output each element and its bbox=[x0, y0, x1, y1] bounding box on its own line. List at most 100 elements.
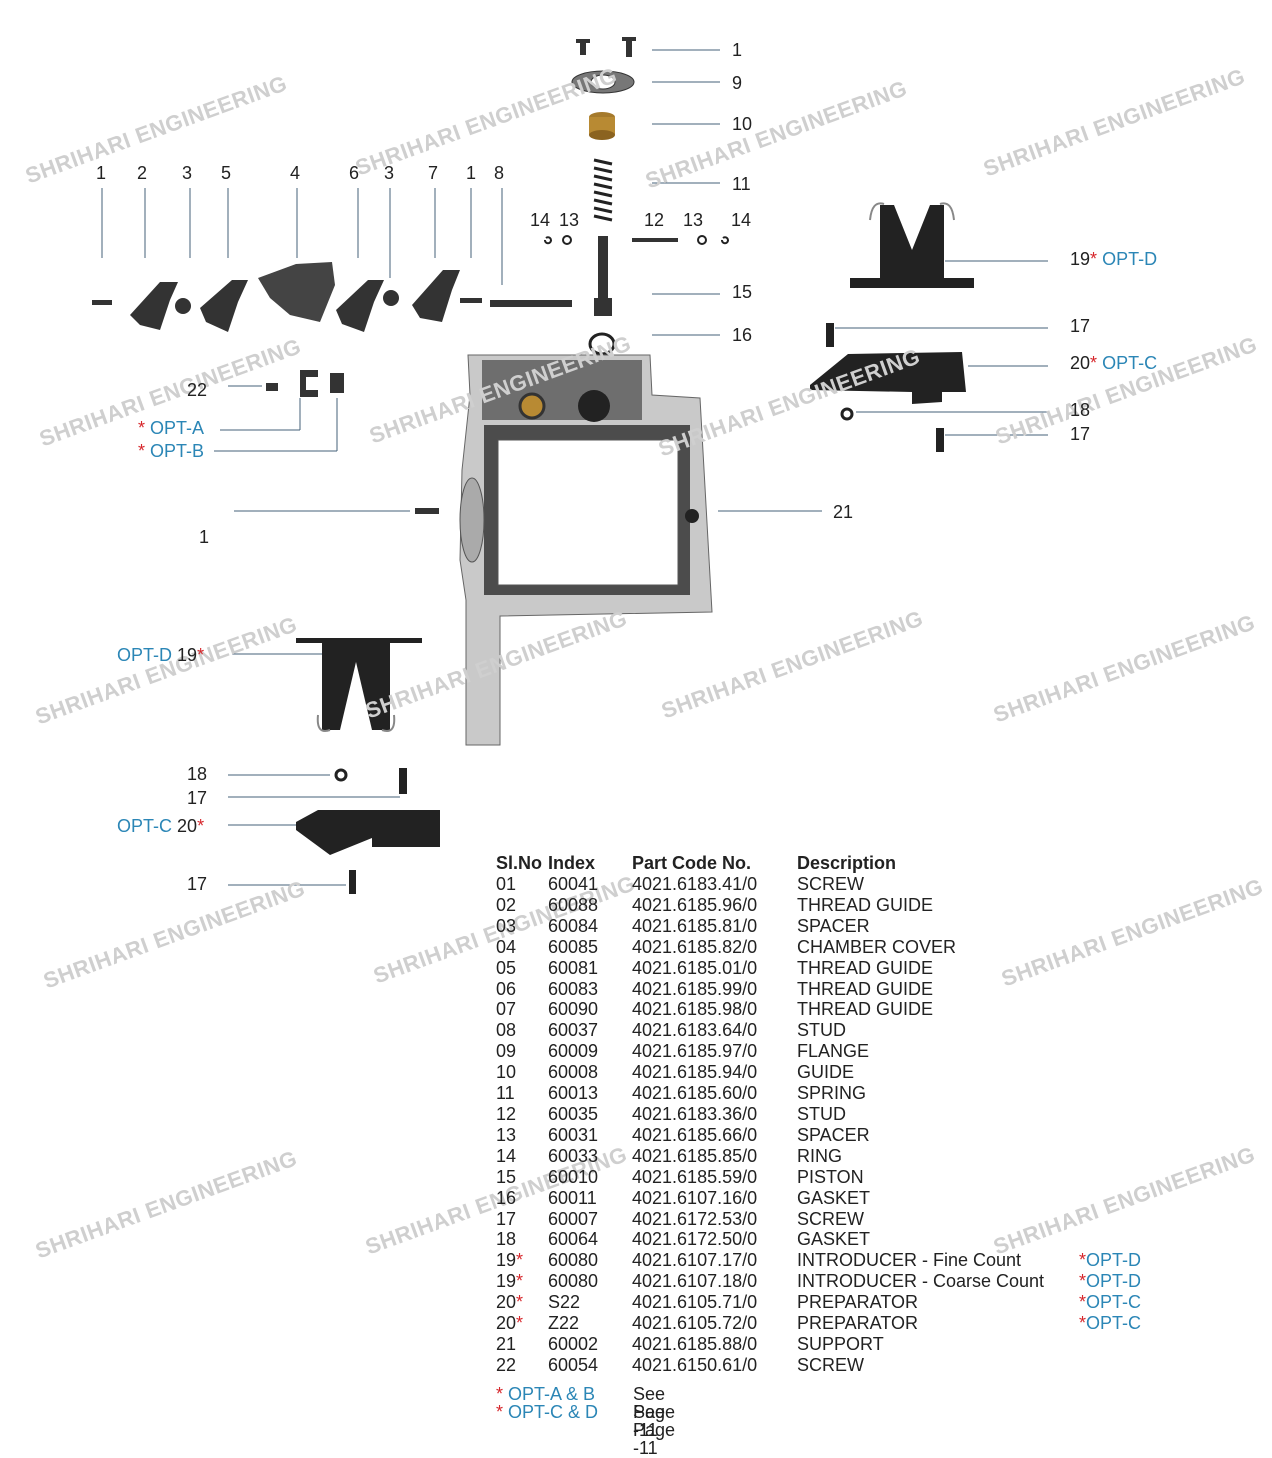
cell-description: CHAMBER COVER bbox=[797, 936, 957, 957]
cell-slno: 09 bbox=[496, 1041, 517, 1062]
cell-index: 60011 bbox=[548, 1187, 597, 1208]
cell-index: 60085 bbox=[548, 936, 599, 957]
cell-index: 60031 bbox=[548, 1124, 599, 1145]
cell-option: *OPT-C bbox=[1079, 1292, 1142, 1313]
cell-part-code: 4021.6185.82/0 bbox=[632, 936, 758, 957]
callout-1: 1 bbox=[732, 40, 743, 60]
cell-option bbox=[1079, 1167, 1179, 1188]
cell-slno: 12 bbox=[496, 1103, 517, 1124]
see-page-note: See Page -11 bbox=[633, 1402, 676, 1458]
cell-slno: 22 bbox=[496, 1354, 517, 1375]
row-number: 3 bbox=[182, 163, 193, 183]
cell-option bbox=[1079, 958, 1179, 979]
opt-b-label: * OPT-B bbox=[138, 441, 205, 461]
col-header-part-code: Part Code No. bbox=[632, 852, 752, 873]
cell-part-code: 4021.6185.99/0 bbox=[632, 978, 758, 999]
cell-description: THREAD GUIDE bbox=[797, 999, 934, 1020]
cell-option bbox=[1079, 895, 1179, 916]
table-row: 04 60085 4021.6185.82/0 CHAMBER COVER bbox=[490, 937, 1179, 958]
cell-description: GUIDE bbox=[797, 1062, 855, 1083]
callout-17-left: 17 bbox=[187, 874, 208, 894]
cell-index: 60081 bbox=[548, 957, 599, 978]
cell-index: 60090 bbox=[548, 999, 599, 1020]
cell-part-code: 4021.6172.53/0 bbox=[632, 1208, 758, 1229]
cell-option bbox=[1079, 916, 1179, 937]
row-number: 1 bbox=[96, 163, 107, 183]
callout-19-left: OPT-D 19* bbox=[117, 645, 205, 665]
callout-11: 11 bbox=[732, 174, 751, 194]
cell-description: STUD bbox=[797, 1103, 846, 1124]
callout-18-left: 18 bbox=[187, 764, 208, 784]
left-small-parts bbox=[266, 370, 439, 514]
cell-index: 60035 bbox=[548, 1103, 599, 1124]
cell-description: SCREW bbox=[797, 1354, 864, 1375]
callout-9: 9 bbox=[732, 73, 743, 93]
col-header-option bbox=[1079, 852, 1179, 874]
callout-14: 14 bbox=[530, 210, 551, 230]
cell-option bbox=[1079, 937, 1179, 958]
cell-index: Z22 bbox=[548, 1313, 580, 1334]
cell-option bbox=[1079, 1062, 1179, 1083]
cell-slno: 06 bbox=[496, 978, 517, 999]
cell-option bbox=[1079, 1334, 1179, 1355]
cell-slno: 10 bbox=[496, 1062, 517, 1083]
cell-index: 60007 bbox=[548, 1208, 599, 1229]
cell-part-code: 4021.6185.01/0 bbox=[632, 957, 758, 978]
cell-option bbox=[1079, 1188, 1179, 1209]
cell-option bbox=[1079, 1229, 1179, 1250]
row-number: 6 bbox=[349, 163, 360, 183]
preparator-part-left bbox=[296, 768, 440, 894]
cell-index: 60013 bbox=[548, 1083, 599, 1104]
cell-part-code: 4021.6107.17/0 bbox=[632, 1250, 758, 1271]
cell-part-code: 4021.6105.71/0 bbox=[632, 1292, 758, 1313]
cell-slno: 21 bbox=[496, 1333, 517, 1354]
cell-index: S22 bbox=[548, 1292, 581, 1313]
cell-slno: 07 bbox=[496, 999, 517, 1020]
stud-part bbox=[632, 238, 678, 242]
callout-20-right: 20* OPT-C bbox=[1070, 353, 1158, 373]
cell-slno: 20* bbox=[496, 1292, 524, 1313]
callout-17-left: 17 bbox=[187, 788, 208, 808]
cell-slno: 03 bbox=[496, 915, 517, 936]
cell-slno: 14 bbox=[496, 1145, 517, 1166]
col-header-index: Index bbox=[548, 852, 596, 873]
cell-option bbox=[1079, 999, 1179, 1020]
cell-slno: 19* bbox=[496, 1250, 524, 1271]
cell-option: *OPT-D bbox=[1079, 1271, 1142, 1292]
callout-15: 15 bbox=[732, 282, 753, 302]
cell-slno: 11 bbox=[496, 1083, 515, 1104]
cell-slno: 04 bbox=[496, 936, 517, 957]
cell-description: THREAD GUIDE bbox=[797, 894, 934, 915]
table-header-row: Sl.No Index Part Code No. Description bbox=[490, 852, 1179, 874]
cell-slno: 17 bbox=[496, 1208, 517, 1229]
cell-index: 60054 bbox=[548, 1354, 599, 1375]
cell-option bbox=[1079, 1041, 1179, 1062]
footnotes: * OPT-A & B See Page -11 * OPT-C & D See… bbox=[496, 1385, 675, 1457]
cell-description: INTRODUCER - Fine Count bbox=[797, 1250, 1022, 1271]
cell-index: 60008 bbox=[548, 1062, 599, 1083]
cell-description: THREAD GUIDE bbox=[797, 957, 934, 978]
cell-part-code: 4021.6185.59/0 bbox=[632, 1166, 758, 1187]
cell-option bbox=[1079, 1125, 1179, 1146]
callout-16: 16 bbox=[732, 325, 753, 345]
cell-part-code: 4021.6183.36/0 bbox=[632, 1103, 758, 1124]
cell-slno: 16 bbox=[496, 1187, 517, 1208]
cell-part-code: 4021.6185.60/0 bbox=[632, 1083, 758, 1104]
callout-13: 13 bbox=[559, 210, 580, 230]
cell-slno: 01 bbox=[496, 874, 517, 894]
thread-guide-row-parts bbox=[92, 262, 572, 332]
callout-19-right: 19* OPT-D bbox=[1070, 249, 1158, 269]
callout-14: 14 bbox=[731, 210, 752, 230]
row-number: 3 bbox=[384, 163, 395, 183]
